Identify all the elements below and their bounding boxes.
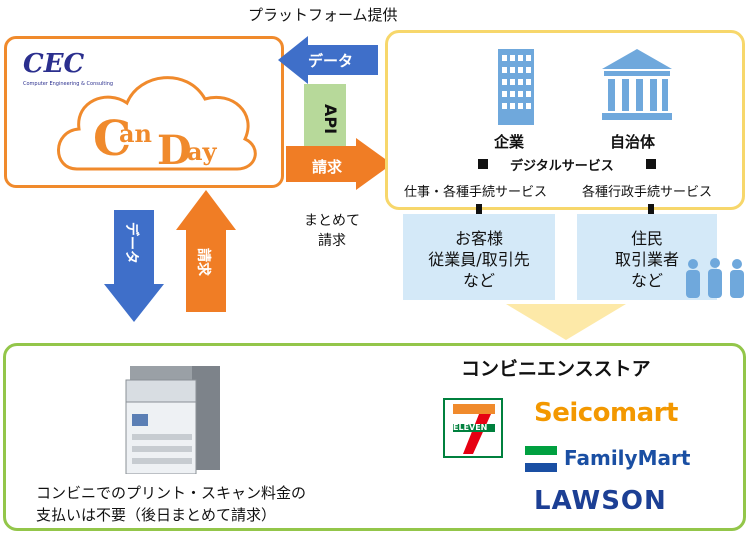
- funnel-arrow: [506, 304, 626, 340]
- canday-platform-box: CEC Computer Engineering & Consulting C …: [4, 36, 284, 188]
- jichitai-service-label: 各種行政手続サービス: [582, 185, 713, 200]
- kigyo-service-label: 仕事・各種手続サービス: [404, 185, 548, 200]
- kigyo-label: 企業: [494, 133, 525, 151]
- canday-an: an: [119, 119, 152, 148]
- api-bar: [304, 84, 346, 154]
- people-icon: [686, 258, 744, 298]
- cloud-icon: [57, 76, 257, 171]
- platform-label: プラットフォーム提供: [248, 6, 398, 24]
- api-label: API: [321, 104, 340, 135]
- familymart-stripes: [525, 446, 557, 472]
- data-left-label: データ: [308, 52, 354, 70]
- services-box: 企業 自治体 デジタルサービス 仕事・各種手続サービス 各種行政手続サービス: [385, 30, 745, 210]
- canday-d: D: [157, 127, 192, 174]
- print-caption-line2: 支払いは不要（後日まとめて請求）: [36, 506, 277, 524]
- customer-line1: お客様: [454, 229, 503, 248]
- jichitai-bullet: [646, 159, 656, 169]
- government-building-icon: [602, 49, 672, 120]
- jichitai-label: 自治体: [610, 133, 656, 151]
- data-left-arrow: [278, 36, 378, 84]
- digital-services-label: デジタルサービス: [510, 159, 614, 174]
- canday-cloud-logo: [57, 76, 257, 171]
- lawson-logo: LAWSON: [534, 486, 667, 516]
- seven-eleven-mark: [453, 404, 495, 454]
- matomete-line2: 請求: [318, 233, 346, 249]
- seikyu-up-label: 請求: [195, 248, 211, 276]
- seikyu-right-arrow: [286, 138, 392, 190]
- resident-line2: 取引業者: [614, 250, 679, 269]
- customer-line2: 従業員/取引先: [428, 250, 530, 269]
- familymart-logo: FamilyMart: [564, 446, 691, 470]
- customer-line3: など: [462, 271, 495, 290]
- seven-eleven-logo: ELEVEN: [443, 398, 503, 458]
- seikyu-up-arrow: [176, 190, 236, 312]
- resident-line3: など: [630, 271, 663, 290]
- cec-logo: CEC: [23, 49, 85, 79]
- customer-box: お客様 従業員/取引先 など: [403, 214, 555, 300]
- office-building-icon: [498, 49, 534, 125]
- multifunction-printer-icon: [125, 366, 220, 474]
- data-down-label: データ: [123, 222, 139, 264]
- print-caption-line1: コンビニでのプリント・スキャン料金の: [36, 484, 307, 502]
- matomete-line1: まとめて: [304, 213, 360, 229]
- seven-eleven-text: ELEVEN: [453, 423, 488, 432]
- canday-ay: ay: [187, 137, 217, 166]
- kigyo-bullet: [478, 159, 488, 169]
- seikyu-right-label: 請求: [312, 158, 343, 176]
- store-title: コンビニエンスストア: [461, 358, 651, 380]
- cec-tagline: Computer Engineering & Consulting: [23, 81, 114, 87]
- data-down-arrow: [104, 210, 164, 322]
- seicomart-logo: Seicomart: [534, 398, 678, 428]
- canday-c: C: [93, 111, 132, 167]
- resident-line1: 住民: [630, 229, 663, 248]
- convenience-store-box: コンビニでのプリント・スキャン料金の 支払いは不要（後日まとめて請求） コンビニ…: [3, 343, 746, 531]
